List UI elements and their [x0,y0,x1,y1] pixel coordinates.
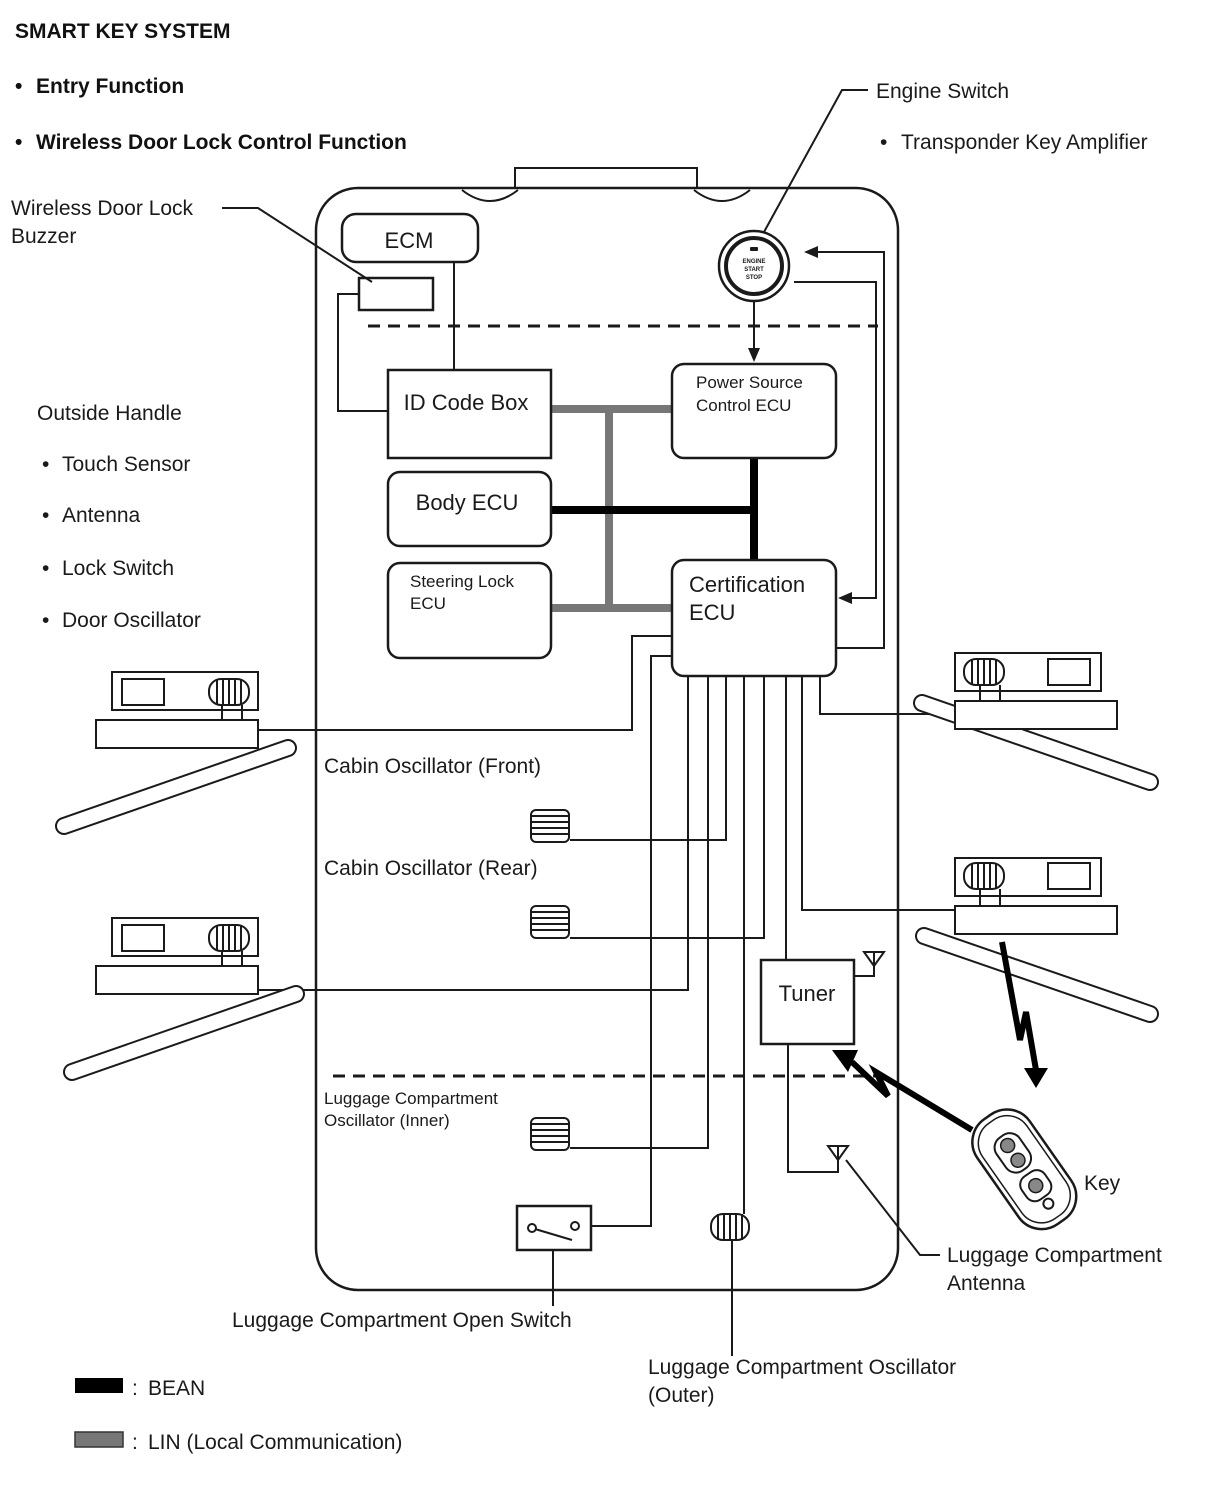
vehicle-mirror-left [461,189,519,202]
outside-handle-left-front [55,671,297,835]
leader-luggage-antenna [845,1159,940,1256]
luggage-open-switch-label: Luggage Compartment Open Switch [232,1309,572,1332]
outside-handle-label: Outside Handle [37,402,182,425]
luggage-outer-label-1: Luggage Compartment Oscillator [648,1356,956,1379]
bullet-lock-switch: • [42,557,49,580]
key-fob-icon [971,1108,1078,1231]
legend: : BEAN : LIN (Local Communication) [74,1377,402,1454]
steering-lock-ecu-box [386,561,553,660]
wire-cert-right-rear-handle [801,676,955,911]
key-label: Key [1084,1172,1121,1195]
cabin-oscillator-front [530,809,570,843]
wire-cert-left-rear-handle [258,676,689,991]
vehicle-mirror-right [693,189,751,202]
body-ecu-label: Body ECU [416,490,519,515]
transponder-label: Transponder Key Amplifier [901,131,1148,154]
ecm-label: ECM [385,228,434,253]
buzzer-label-2: Buzzer [11,225,76,248]
vehicle-front-bumper [514,167,698,188]
wireless-signal-to-key [999,941,1048,1088]
tuner-antenna-icon [862,951,886,968]
wire-switch-to-cert [794,281,877,599]
outside-handle-right-rear [915,857,1159,1023]
wire-buzzer-idcode [337,293,388,412]
luggage-antenna-icon [826,1145,850,1162]
bullet-wireless: • [15,131,22,154]
function-wireless-door-lock: Wireless Door Lock Control Function [36,131,407,154]
wire-cert-cabin-front [570,676,727,841]
certification-label-1: Certification [689,572,805,597]
engine-switch-button: ENGINE START STOP [717,229,791,303]
steering-lock-label-1: Steering Lock [410,572,514,591]
transponder-bullet: • [880,131,887,154]
luggage-outer-label-2: (Outer) [648,1384,715,1407]
function-entry: Entry Function [36,75,184,98]
bullet-entry: • [15,75,22,98]
steering-lock-label-2: ECU [410,594,446,613]
outside-handle-right-front [913,652,1159,791]
bullet-door-oscillator: • [42,609,49,632]
wireless-signal-to-tuner [832,1050,974,1133]
id-code-box [386,368,553,460]
wire-cert-to-switch [816,251,885,649]
legend-bean-separator: : [132,1377,138,1400]
arrow-to-cert-ecu [838,592,852,604]
wireless-door-lock-buzzer [357,276,435,312]
wire-cert-open-switch [591,655,673,1227]
cabin-oscillator-front-label: Cabin Oscillator (Front) [324,755,541,778]
wire-tuner-luggage-antenna [787,1044,839,1173]
certification-label-2: ECU [689,600,735,625]
engine-button-text-2: START [744,267,764,273]
buzzer-label-1: Wireless Door Lock [11,197,194,220]
luggage-oscillator-outer [710,1213,750,1241]
engine-switch-label: Engine Switch [876,80,1009,103]
power-source-control-ecu-box [670,362,838,460]
tuner-box [759,958,856,1046]
wire-cert-right-front-handle [819,676,955,715]
outside-handle-left-rear [63,917,305,1081]
engine-button-text-1: ENGINE [742,259,765,265]
certification-ecu-box [670,558,838,678]
luggage-open-switch [515,1204,593,1252]
handle-item-door-oscillator: Door Oscillator [62,609,201,632]
legend-lin-separator: : [132,1431,138,1454]
legend-bean-swatch [75,1378,123,1393]
ecm-box [340,212,480,264]
arrow-to-power-ecu [748,348,760,362]
id-code-box-label: ID Code Box [404,390,529,415]
leader-buzzer [222,207,373,283]
handle-item-antenna: Antenna [62,504,141,527]
handle-item-lock-switch: Lock Switch [62,557,174,580]
body-ecu-box [386,470,553,548]
tuner-label: Tuner [779,981,836,1006]
luggage-antenna-label-2: Antenna [947,1272,1026,1295]
luggage-inner-label-1: Luggage Compartment [324,1089,498,1108]
bullet-touch-sensor: • [42,453,49,476]
power-source-label-1: Power Source [696,373,803,392]
wire-cert-left-front-handle [258,635,673,731]
luggage-inner-label-2: Oscillator (Inner) [324,1111,450,1130]
cabin-oscillator-rear [530,905,570,939]
cabin-oscillator-rear-label: Cabin Oscillator (Rear) [324,857,538,880]
legend-lin-label: LIN (Local Communication) [148,1431,402,1454]
handle-item-touch-sensor: Touch Sensor [62,453,190,476]
wire-cert-cabin-rear [570,676,765,939]
engine-button-text-3: STOP [746,275,762,281]
legend-bean-label: BEAN [148,1377,205,1400]
wire-cert-luggage-inner [570,676,709,1149]
power-source-label-2: Control ECU [696,396,791,415]
arrow-to-engine-switch [804,246,818,258]
diagram-title: SMART KEY SYSTEM [15,20,230,43]
bullet-antenna: • [42,504,49,527]
wire-tuner-antenna [854,966,875,977]
luggage-antenna-label-1: Luggage Compartment [947,1244,1162,1267]
leader-engine-switch [763,89,868,233]
legend-lin-swatch [74,1431,124,1448]
luggage-oscillator-inner [530,1117,570,1151]
vehicle-body-outline [314,186,900,1292]
